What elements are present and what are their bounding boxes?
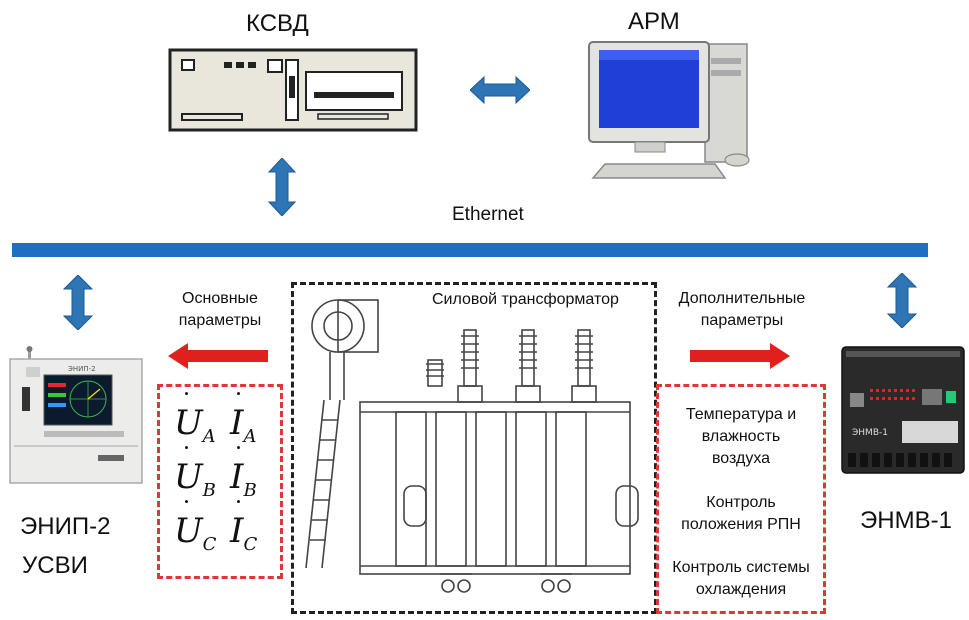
- power-transformer-icon: [305, 299, 639, 593]
- current-b-symbol: ˙IB: [230, 443, 257, 501]
- enip-label-line1: ЭНИП-2: [20, 513, 111, 540]
- extra-params-caption-line2: параметры: [700, 312, 784, 329]
- extra-param-cooling-line2: охлаждения: [695, 581, 787, 598]
- enmv-label: ЭНМВ-1: [860, 507, 952, 534]
- arm-label: АРМ: [628, 8, 680, 35]
- extra-params-caption: Дополнительные параметры: [662, 288, 822, 332]
- voltage-a-symbol: ˙UA: [174, 389, 216, 447]
- current-c-symbol: ˙IC: [230, 497, 258, 555]
- ksvd-arm-double-arrow: [470, 75, 530, 105]
- workstation-computer-icon: [588, 41, 750, 179]
- ksvd-server-icon: [168, 48, 418, 132]
- voltage-c-symbol: ˙UC: [174, 497, 217, 555]
- current-a-symbol: ˙IA: [230, 389, 257, 447]
- extra-param-climate-line2: влажность: [701, 428, 781, 445]
- extra-param-climate-line3: воздуха: [711, 450, 771, 467]
- ethernet-label: Ethernet: [452, 204, 524, 225]
- extra-params-red-arrow: [690, 343, 790, 369]
- enmv-device-icon: ЭНМВ-1: [841, 346, 965, 474]
- extra-param-climate: Температура и влажность воздуха: [659, 404, 823, 470]
- ksvd-ethernet-arrow: [267, 158, 297, 216]
- extra-param-cooling-line1: Контроль системы: [672, 559, 810, 576]
- enip-bus-arrow: [62, 275, 94, 330]
- extra-param-tap-changer-line1: Контроль: [706, 494, 776, 511]
- main-params-caption: Основные параметры: [170, 288, 270, 332]
- transformer-title: Силовой трансформатор: [432, 291, 619, 308]
- main-params-red-arrow: [168, 343, 268, 369]
- extra-params-caption-line1: Дополнительные: [678, 290, 806, 307]
- main-params-caption-line1: Основные: [182, 290, 258, 307]
- extra-param-cooling: Контроль системы охлаждения: [659, 557, 823, 601]
- enip-label-line2: УСВИ: [22, 552, 88, 579]
- ksvd-label: КСВД: [246, 10, 309, 37]
- transformer-box: [291, 282, 657, 614]
- enmv-bus-arrow: [886, 273, 918, 328]
- voltage-b-symbol: ˙UB: [174, 443, 216, 501]
- extra-params-box: [656, 384, 826, 614]
- extra-param-tap-changer-line2: положения РПН: [681, 516, 801, 533]
- extra-param-climate-line1: Температура и: [685, 406, 797, 423]
- main-params-caption-line2: параметры: [178, 312, 262, 329]
- enip-device-icon: ЭНИП-2: [9, 346, 143, 484]
- main-params-box: [157, 384, 283, 579]
- extra-param-tap-changer: Контроль положения РПН: [659, 492, 823, 536]
- enmv-panel-text: ЭНМВ-1: [852, 428, 888, 438]
- ethernet-bus: [12, 243, 928, 257]
- enip-screen-brand: ЭНИП-2: [68, 365, 96, 373]
- main-params-list: ˙UA ˙IA ˙UB ˙IB ˙UC ˙IC: [170, 389, 280, 575]
